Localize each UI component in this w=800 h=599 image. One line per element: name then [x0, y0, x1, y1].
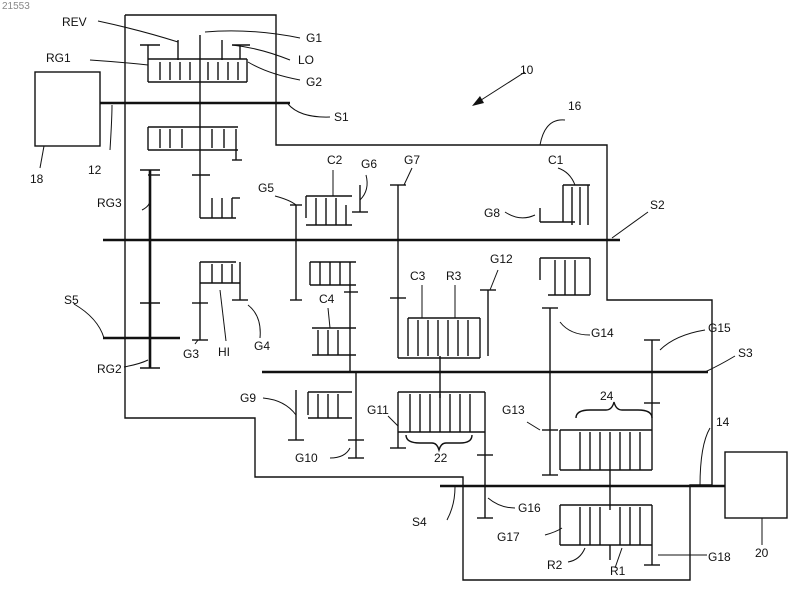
g7-gear — [390, 185, 480, 358]
ref-24: 24 — [600, 389, 614, 403]
label-rg3: RG3 — [97, 196, 122, 210]
label-g17: G17 — [497, 530, 520, 544]
label-s4: S4 — [412, 515, 427, 529]
label-g2: G2 — [306, 75, 322, 89]
label-g15: G15 — [708, 321, 731, 335]
ref-18: 18 — [30, 172, 44, 186]
label-g9: G9 — [240, 391, 256, 405]
ref-14: 14 — [716, 415, 730, 429]
output-planetary-group — [560, 505, 660, 565]
label-rg2: RG2 — [97, 362, 122, 376]
input-device-18 — [35, 72, 100, 146]
label-r2: R2 — [547, 558, 563, 572]
label-g7: G7 — [404, 153, 420, 167]
label-c4: C4 — [319, 292, 335, 306]
output-device-20 — [725, 452, 787, 518]
planetary-group-24 — [560, 402, 652, 510]
label-r1: R1 — [610, 564, 626, 578]
figure-id-mark: 21553 — [2, 1, 30, 12]
label-c1: C1 — [548, 153, 564, 167]
label-g16: G16 — [518, 501, 541, 515]
g15-gear — [644, 340, 660, 470]
label-g13: G13 — [502, 403, 525, 417]
label-g4: G4 — [254, 339, 270, 353]
label-g8: G8 — [484, 206, 500, 220]
ref-20: 20 — [755, 546, 769, 560]
arrow-head — [472, 96, 484, 106]
label-s5: S5 — [64, 293, 79, 307]
hi-clutch-group — [192, 262, 248, 340]
callout-labels: REV G1 LO G2 RG1 S1 10 16 18 12 C2 G6 G7… — [30, 15, 769, 578]
label-g6: G6 — [361, 157, 377, 171]
label-g1: G1 — [306, 31, 322, 45]
label-r3: R3 — [446, 269, 462, 283]
label-lo: LO — [298, 53, 314, 67]
upper-left-clutch — [148, 103, 242, 218]
g14-g13-gear — [542, 308, 558, 475]
label-s1: S1 — [334, 110, 349, 124]
c4-clutch-group — [310, 262, 358, 372]
label-hi: HI — [218, 345, 230, 359]
label-g12: G12 — [490, 252, 513, 266]
ref-22: 22 — [434, 451, 448, 465]
ref-16: 16 — [568, 99, 582, 113]
label-g14: G14 — [591, 326, 614, 340]
label-g11: G11 — [367, 403, 389, 417]
c3-r3-group — [408, 290, 496, 398]
label-rev: REV — [62, 15, 87, 29]
label-g18: G18 — [708, 550, 731, 564]
label-g10: G10 — [295, 451, 318, 465]
label-g3: G3 — [183, 347, 199, 361]
label-c2: C2 — [327, 153, 343, 167]
housing-outline — [125, 15, 712, 580]
label-s3: S3 — [738, 346, 753, 360]
g9-g10-group — [288, 372, 364, 458]
label-c3: C3 — [410, 269, 426, 283]
ref-12: 12 — [88, 163, 102, 177]
label-g5: G5 — [258, 181, 274, 195]
label-rg1: RG1 — [46, 51, 71, 65]
c2-clutch-group — [290, 185, 368, 300]
ref-10: 10 — [520, 63, 534, 77]
label-s2: S2 — [650, 198, 665, 212]
